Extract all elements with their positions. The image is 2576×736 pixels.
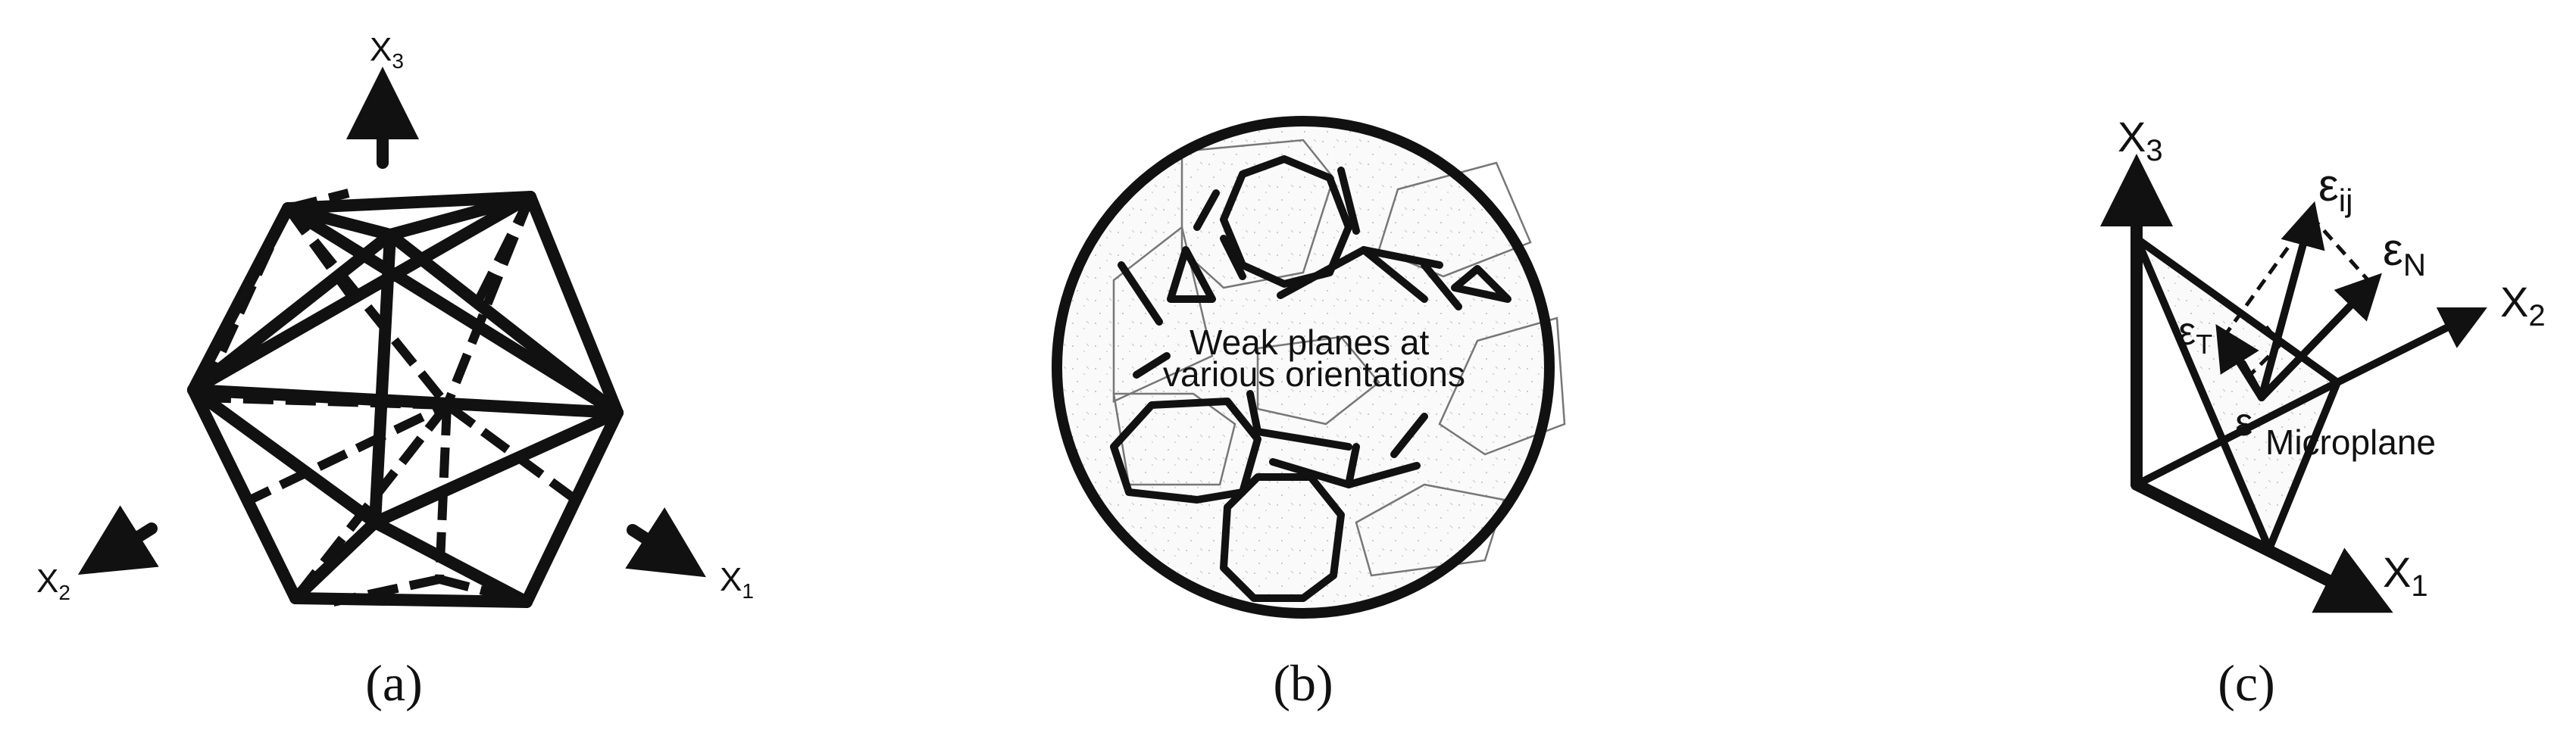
panel-a-axes — [77, 67, 706, 578]
eps-t-label: εT — [2178, 310, 2212, 360]
axis-x2-arrow — [77, 505, 159, 575]
axis-x1-label-c: X1 — [2383, 548, 2428, 603]
strain-vectors — [2215, 201, 2382, 401]
axis-x1-arrow-c — [2131, 479, 2393, 613]
eps-n-vector — [2258, 273, 2382, 401]
axis-x1-arrow — [625, 507, 706, 578]
axis-x1-label: X1 — [720, 561, 754, 603]
microplane-label: Microplane — [2265, 423, 2436, 462]
panel-c: X3 X2 X1 εij εN εT ε Microplane (c) — [2100, 113, 2546, 712]
eps-n-label: εN — [2383, 224, 2426, 282]
axis-x3-label: X3 — [370, 31, 404, 73]
axis-x2-arrow-c — [2334, 307, 2487, 386]
axis-x3-label-c: X3 — [2118, 113, 2163, 167]
panel-a-caption: (a) — [365, 654, 422, 712]
panel-c-axes — [2100, 154, 2487, 613]
icosahedron — [187, 189, 624, 608]
specimen-circle-outline — [1052, 116, 1555, 619]
eps-ij-vector — [2258, 201, 2325, 401]
weak-planes-label-line1: Weak planes at — [1190, 323, 1429, 362]
eps-ij-label: εij — [2318, 160, 2352, 218]
specimen-circle-fill — [1057, 121, 1549, 613]
axis-x2-label-c: X2 — [2500, 278, 2546, 332]
axis-x2-label: X2 — [36, 563, 70, 604]
weak-planes-label: Weak planes at various orientations — [1163, 323, 1465, 394]
eps-v-label: ε — [2235, 401, 2252, 444]
panel-a: X3 X1 X2 (a) — [36, 31, 754, 712]
icosahedron-visible-edges — [187, 191, 624, 608]
weak-planes — [1118, 167, 1512, 488]
weak-planes-label-line2: various orientations — [1163, 354, 1465, 394]
panel-c-caption: (c) — [2218, 654, 2274, 712]
panel-b-caption: (b) — [1273, 654, 1333, 712]
panel-b: Weak planes at various orientations (b) — [1052, 116, 1566, 712]
